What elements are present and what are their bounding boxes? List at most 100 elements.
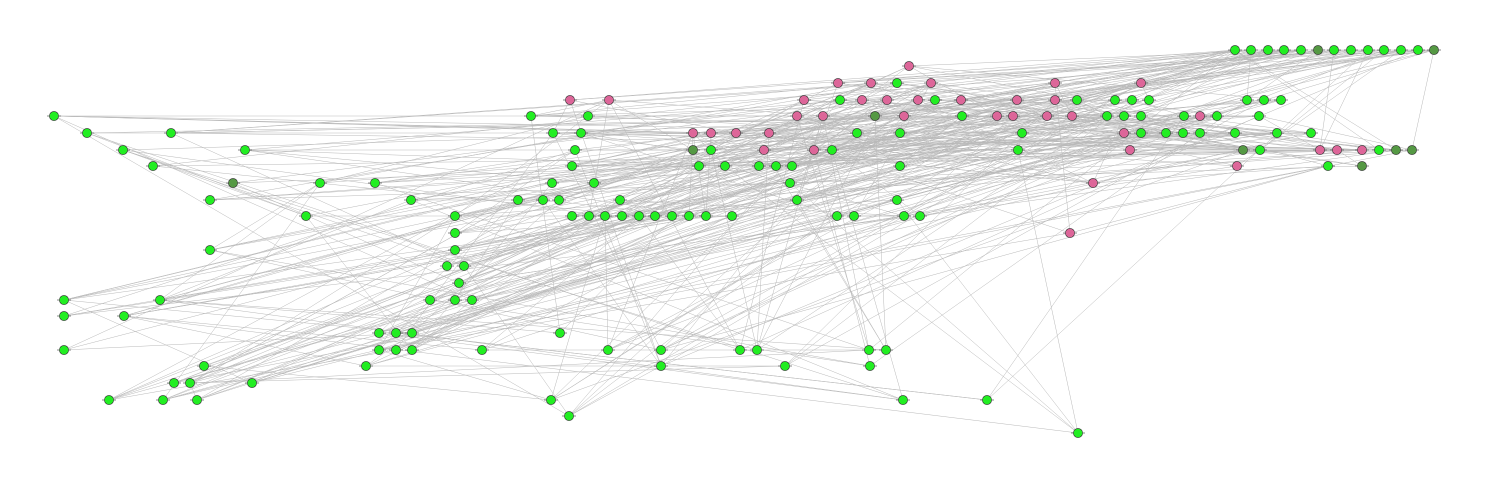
green-node[interactable] [448,295,462,305]
olive-node[interactable] [226,178,240,188]
green-node[interactable] [574,128,588,138]
green-node[interactable] [692,161,706,171]
green-node[interactable] [536,195,550,205]
pink-node[interactable] [1117,128,1131,138]
green-node[interactable] [524,111,538,121]
green-node[interactable] [1270,128,1284,138]
green-node[interactable] [1294,45,1308,55]
pink-node[interactable] [1086,178,1100,188]
green-node[interactable] [1244,45,1258,55]
olive-node[interactable] [1311,45,1325,55]
pink-node[interactable] [1065,111,1079,121]
green-node[interactable] [1253,145,1267,155]
green-node[interactable] [80,128,94,138]
olive-node[interactable] [1389,145,1403,155]
green-node[interactable] [704,145,718,155]
green-node[interactable] [448,228,462,238]
pink-node[interactable] [911,95,925,105]
green-node[interactable] [457,261,471,271]
green-node[interactable] [238,145,252,155]
green-node[interactable] [825,145,839,155]
green-node[interactable] [359,361,373,371]
green-node[interactable] [452,278,466,288]
green-node[interactable] [890,78,904,88]
pink-node[interactable] [1193,111,1207,121]
pink-node[interactable] [757,145,771,155]
green-node[interactable] [1071,428,1085,438]
pink-node[interactable] [880,95,894,105]
green-node[interactable] [405,345,419,355]
pink-node[interactable] [1048,78,1062,88]
green-node[interactable] [546,128,560,138]
green-node[interactable] [1372,145,1386,155]
green-node[interactable] [448,211,462,221]
green-node[interactable] [665,211,679,221]
green-node[interactable] [1134,128,1148,138]
green-node[interactable] [1011,145,1025,155]
pink-node[interactable] [1010,95,1024,105]
green-node[interactable] [890,195,904,205]
green-node[interactable] [598,211,612,221]
green-node[interactable] [1125,95,1139,105]
green-node[interactable] [197,361,211,371]
pink-node[interactable] [864,78,878,88]
green-node[interactable] [862,345,876,355]
green-node[interactable] [928,95,942,105]
green-node[interactable] [57,345,71,355]
green-node[interactable] [190,395,204,405]
green-node[interactable] [568,145,582,155]
green-node[interactable] [57,295,71,305]
green-node[interactable] [725,211,739,221]
green-node[interactable] [299,211,313,221]
green-node[interactable] [847,211,861,221]
pink-node[interactable] [563,95,577,105]
green-node[interactable] [368,178,382,188]
green-node[interactable] [1070,95,1084,105]
green-node[interactable] [648,211,662,221]
green-node[interactable] [146,161,160,171]
green-node[interactable] [1015,128,1029,138]
green-node[interactable] [372,345,386,355]
pink-node[interactable] [990,111,1004,121]
green-node[interactable] [1117,111,1131,121]
green-node[interactable] [153,295,167,305]
pink-node[interactable] [1330,145,1344,155]
green-node[interactable] [750,345,764,355]
green-node[interactable] [1377,45,1391,55]
green-node[interactable] [167,378,181,388]
green-node[interactable] [654,361,668,371]
olive-node[interactable] [1236,145,1250,155]
green-node[interactable] [682,211,696,221]
green-node[interactable] [164,128,178,138]
pink-node[interactable] [831,78,845,88]
pink-node[interactable] [1063,228,1077,238]
green-node[interactable] [1321,161,1335,171]
pink-node[interactable] [807,145,821,155]
pink-node[interactable] [1313,145,1327,155]
olive-node[interactable] [1405,145,1419,155]
green-node[interactable] [1257,95,1271,105]
green-node[interactable] [587,178,601,188]
green-node[interactable] [1193,128,1207,138]
green-node[interactable] [389,328,403,338]
pink-node[interactable] [897,111,911,121]
green-node[interactable] [448,245,462,255]
green-node[interactable] [116,145,130,155]
green-node[interactable] [769,161,783,171]
green-node[interactable] [1327,45,1341,55]
pink-node[interactable] [816,111,830,121]
green-node[interactable] [955,111,969,121]
green-node[interactable] [1277,45,1291,55]
green-node[interactable] [552,195,566,205]
green-node[interactable] [790,195,804,205]
green-node[interactable] [1159,128,1173,138]
green-node[interactable] [601,345,615,355]
pink-node[interactable] [924,78,938,88]
green-node[interactable] [1228,45,1242,55]
green-node[interactable] [544,395,558,405]
green-node[interactable] [405,328,419,338]
green-node[interactable] [879,345,893,355]
green-node[interactable] [47,111,61,121]
green-node[interactable] [1210,111,1224,121]
green-node[interactable] [117,311,131,321]
